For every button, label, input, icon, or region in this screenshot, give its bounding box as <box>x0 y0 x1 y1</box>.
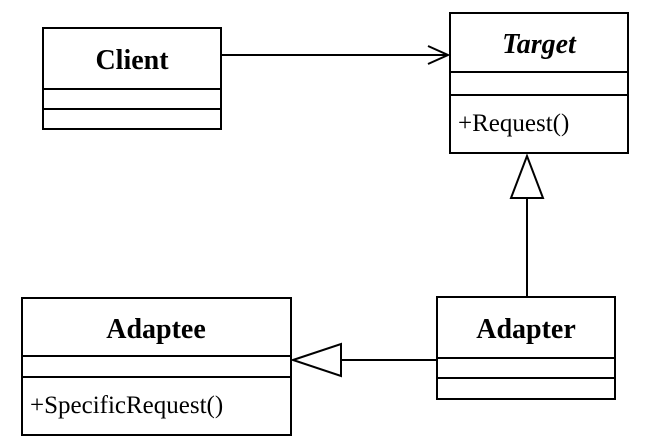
class-client[interactable]: Client <box>42 27 222 130</box>
association-adapter-adaptee <box>289 342 437 378</box>
class-adaptee-name: Adaptee <box>106 314 206 345</box>
class-adaptee[interactable]: Adaptee +SpecificRequest() <box>21 297 292 436</box>
class-client-box <box>42 27 222 130</box>
association-client-target-arrowhead <box>427 45 451 65</box>
class-adapter-name: Adapter <box>476 314 576 345</box>
class-target-box <box>449 12 629 154</box>
class-adapter-box <box>436 296 616 400</box>
generalization-adapter-target <box>509 153 545 297</box>
class-target-operation: +Request() <box>458 110 569 137</box>
class-target-name: Target <box>502 29 577 60</box>
class-adapter[interactable]: Adapter <box>436 296 616 400</box>
class-adaptee-operation: +SpecificRequest() <box>30 392 223 419</box>
class-adaptee-box <box>21 297 292 436</box>
class-client-name: Client <box>95 45 169 76</box>
generalization-adapter-target-arrowhead <box>509 153 545 199</box>
association-client-target <box>221 45 451 65</box>
class-target[interactable]: Target +Request() <box>449 12 629 154</box>
association-adapter-adaptee-arrowhead <box>289 342 342 378</box>
